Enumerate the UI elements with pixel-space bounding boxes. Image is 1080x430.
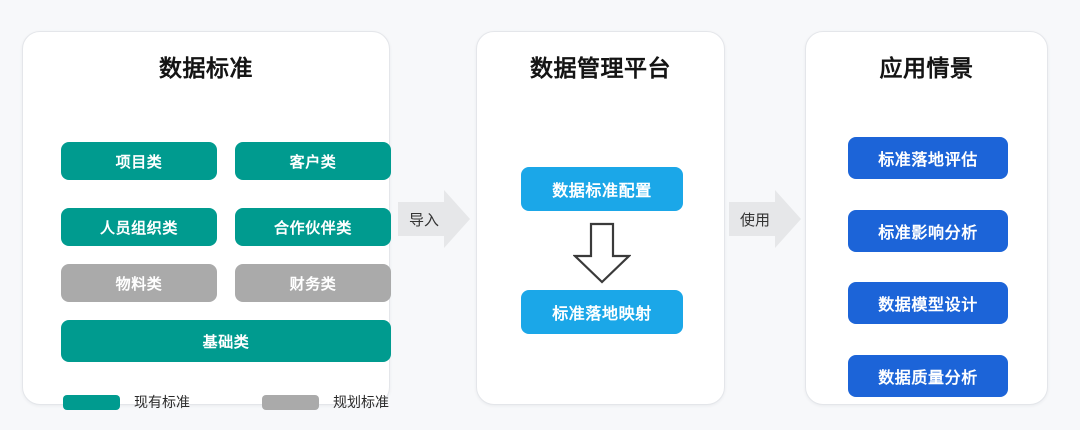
standard-item-personnel-organization[interactable]: 人员组织类: [61, 208, 217, 246]
scenario-item-data-model-design[interactable]: 数据模型设计: [848, 282, 1008, 324]
scenario-item-standard-impact-analysis[interactable]: 标准影响分析: [848, 210, 1008, 252]
panel-application-scenarios: 应用情景 标准落地评估 标准影响分析 数据模型设计 数据质量分析: [805, 31, 1048, 405]
legend-swatch-existing-icon: [63, 394, 120, 410]
legend-entry-planned: 规划标准: [262, 392, 389, 412]
standard-item-material[interactable]: 物料类: [61, 264, 217, 302]
panel-data-management-platform: 数据管理平台 数据标准配置 标准落地映射: [476, 31, 725, 405]
standard-item-project[interactable]: 项目类: [61, 142, 217, 180]
legend-swatch-planned-icon: [262, 394, 319, 410]
connector-arrow-use: 使用: [729, 190, 801, 248]
standard-item-customer[interactable]: 客户类: [235, 142, 391, 180]
panel-title-application-scenarios: 应用情景: [879, 55, 974, 81]
legend-entry-existing: 现有标准: [63, 392, 190, 412]
panel-title-data-management-platform: 数据管理平台: [530, 55, 671, 81]
arrow-down-icon: [572, 222, 632, 284]
standard-item-basic[interactable]: 基础类: [61, 320, 391, 362]
panel-data-standards: 数据标准 项目类 客户类 人员组织类 合作伙伴类 物料类 财务类 基础类 现有标…: [22, 31, 391, 410]
legend: 现有标准 规划标准: [63, 391, 393, 413]
connector-label-import: 导入: [408, 211, 439, 229]
scenario-item-data-quality-analysis[interactable]: 数据质量分析: [848, 355, 1008, 397]
legend-label-planned: 规划标准: [333, 394, 389, 410]
legend-label-existing: 现有标准: [134, 394, 190, 410]
scenario-item-standard-landing-assessment[interactable]: 标准落地评估: [848, 137, 1008, 179]
platform-step-standard-landing-mapping[interactable]: 标准落地映射: [521, 290, 683, 334]
standard-item-partner[interactable]: 合作伙伴类: [235, 208, 391, 246]
standard-item-finance[interactable]: 财务类: [235, 264, 391, 302]
panel-title-data-standards: 数据标准: [159, 55, 253, 81]
platform-step-standard-configuration[interactable]: 数据标准配置: [521, 167, 683, 211]
connector-arrow-import: 导入: [398, 190, 470, 248]
connector-label-use: 使用: [739, 211, 770, 229]
